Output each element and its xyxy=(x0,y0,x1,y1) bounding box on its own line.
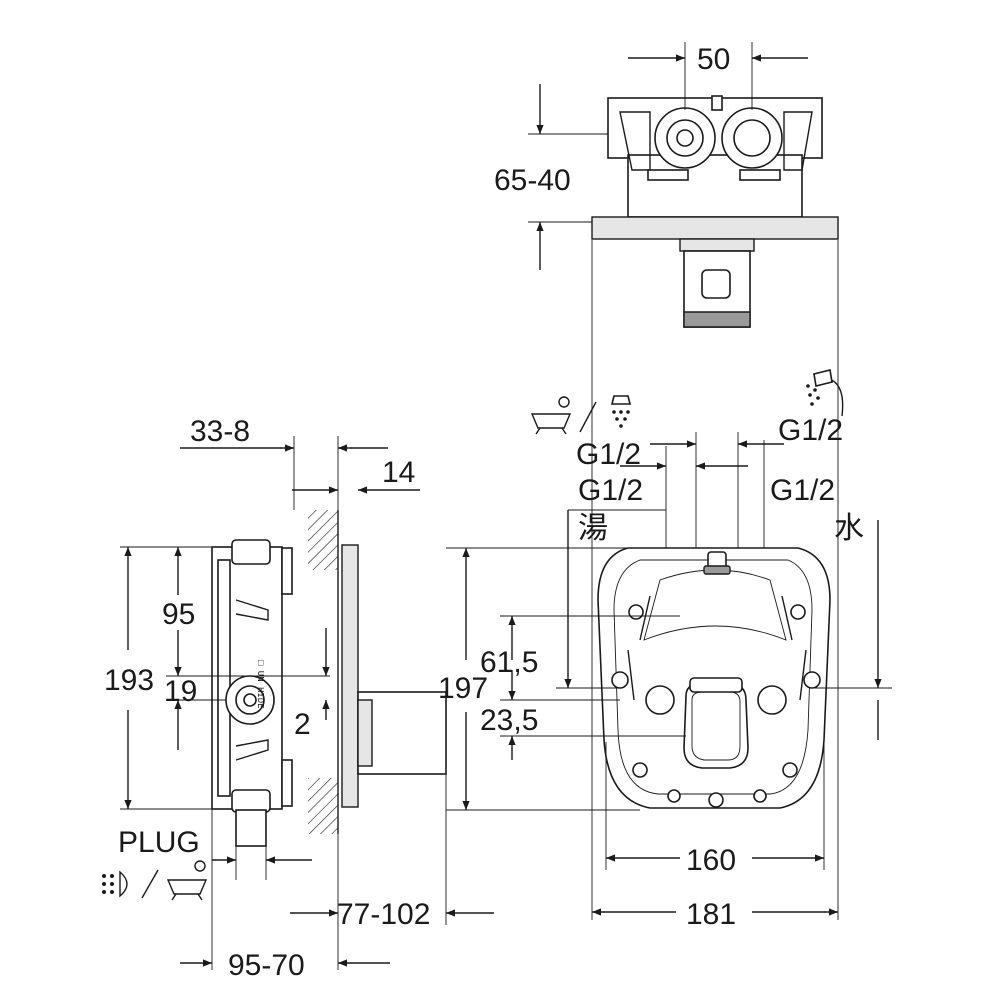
side-offset-label: 33-8 xyxy=(190,415,250,448)
side-view: □ UN HIDE 33-8 14 193 95 19 2 PLUG xyxy=(102,415,494,982)
front-v1-label: 61,5 xyxy=(480,646,538,679)
front-v2-label: 23,5 xyxy=(480,704,538,737)
side-bottom-depth-label: 77-102 xyxy=(337,898,430,931)
front-w2-label: 181 xyxy=(686,898,736,931)
top-view: 50 65-40 xyxy=(494,42,839,328)
side-bottom-range-label: 95-70 xyxy=(228,949,305,982)
front-height-label: 197 xyxy=(438,672,488,705)
side-total-label: 193 xyxy=(104,664,154,697)
wall-shower-icon xyxy=(806,369,844,417)
stamp-text: □ UN HIDE xyxy=(255,660,265,709)
side-lower-label: 19 xyxy=(164,675,197,708)
front-cold-label: 水 xyxy=(834,512,864,545)
shower-head-icon xyxy=(610,395,632,428)
side-small-label: 2 xyxy=(294,708,311,741)
front-g-cold-label: G1/2 xyxy=(770,474,835,507)
side-upper-label: 95 xyxy=(162,598,195,631)
bath-tub-icon xyxy=(530,396,572,435)
plug-label: PLUG xyxy=(118,826,200,859)
front-g-hot-label: G1/2 xyxy=(578,474,643,507)
front-w1-label: 160 xyxy=(686,844,736,877)
front-g-outlet-left-label: G1/2 xyxy=(576,438,641,471)
front-hot-label: 湯 xyxy=(578,512,608,545)
bath-tub-icon xyxy=(166,860,208,901)
top-width-label: 50 xyxy=(697,43,730,76)
front-view: G1/2 G1/2 G1/2 湯 G1/2 水 197 61,5 23,5 16… xyxy=(438,240,892,931)
side-plate-label: 14 xyxy=(382,456,415,489)
front-g-outlet-right-label: G1/2 xyxy=(778,414,843,447)
top-depth-label: 65-40 xyxy=(494,164,571,197)
hand-shower-icon xyxy=(102,870,128,898)
